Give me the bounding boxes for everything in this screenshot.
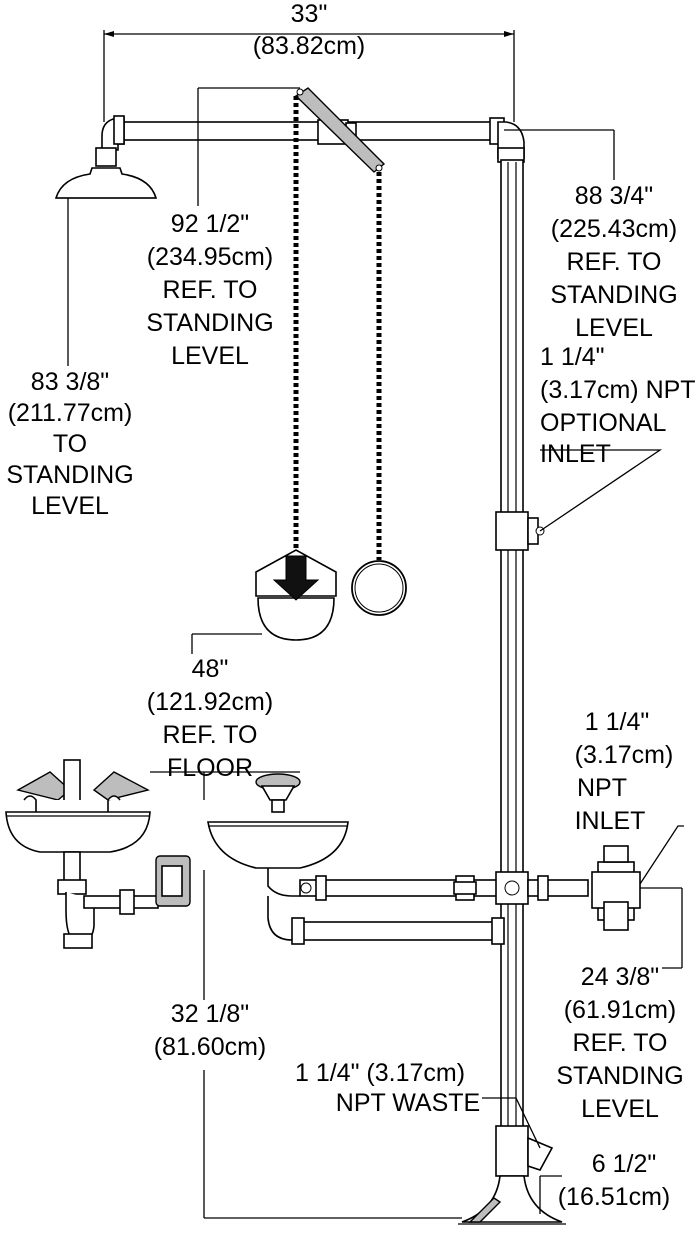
npt-inlet-inlet: INLET [575, 807, 646, 835]
waste-label: NPT WASTE [336, 1089, 480, 1117]
inlet-height-level: LEVEL [581, 1095, 659, 1123]
pipe-height-cm: (225.43cm) [551, 215, 677, 243]
shower-head-inches: 83 3/8" [31, 368, 109, 396]
pipe-height-standing: STANDING [550, 281, 677, 309]
width-dimension: 33" (83.82cm) [103, 0, 515, 122]
inlet-height-dimension: 24 3/8" (61.91cm) REF. TO STANDING LEVEL [556, 887, 684, 1123]
base-cm: (16.51cm) [558, 1183, 671, 1211]
optional-inlet-size: 1 1/4" [540, 343, 604, 371]
eyewash-side-view [5, 759, 191, 949]
chain-height-cm: (234.95cm) [147, 243, 273, 271]
chain-height-inches: 92 1/2" [171, 210, 249, 238]
width-dimension-cm: (83.82cm) [253, 32, 366, 60]
pipe-height-dimension: 88 3/4" (225.43cm) REF. TO STANDING LEVE… [504, 129, 678, 342]
chain-height-standing: STANDING [146, 309, 273, 337]
eyewash-height-cm: (81.60cm) [154, 1033, 267, 1061]
pull-ring [351, 560, 407, 616]
main-vertical-pipe [495, 159, 545, 1201]
pull-handle-inches: 48" [192, 655, 229, 683]
floor-flange [458, 1175, 566, 1225]
shower-head-standing: STANDING [6, 461, 133, 489]
base-inches: 6 1/2" [592, 1150, 656, 1178]
shower-head-dimension: 83 3/8" (211.77cm) TO STANDING LEVEL [6, 198, 134, 520]
waste-fitting: 1 1/4" (3.17cm) NPT WASTE [295, 1059, 554, 1177]
pull-paddle [255, 549, 337, 641]
inlet-height-standing: STANDING [556, 1062, 683, 1090]
chain-height-level: LEVEL [171, 342, 249, 370]
pull-handle-cm: (121.92cm) [147, 688, 273, 716]
shower-head-level: LEVEL [31, 492, 109, 520]
inlet-height-ref: REF. TO [573, 1029, 668, 1057]
pull-lever [294, 87, 386, 173]
base-dimension: 6 1/2" (16.51cm) [539, 1150, 671, 1214]
eyewash-front-view [207, 773, 529, 945]
waste-size: 1 1/4" (3.17cm) [295, 1059, 465, 1087]
pull-handle-ref: REF. TO [163, 721, 258, 749]
arrow-down-icon [272, 555, 320, 601]
shower-head-assembly [54, 115, 525, 199]
pipe-height-level: LEVEL [575, 314, 653, 342]
shower-chain-dimension: 92 1/2" (234.95cm) REF. TO STANDING LEVE… [146, 87, 300, 370]
npt-inlet-size: 1 1/4" [585, 708, 649, 736]
eyewash-height-inches: 32 1/8" [171, 1000, 249, 1028]
optional-inlet-callout: 1 1/4" (3.17cm) NPT OPTIONAL INLET [539, 343, 696, 532]
optional-inlet-inlet: INLET [540, 440, 611, 468]
eyewash-height-dimension: 32 1/8" (81.60cm) [150, 771, 462, 1219]
pull-handle-dimension: 48" (121.92cm) REF. TO FLOOR [147, 633, 273, 782]
shower-head-to: TO [53, 430, 87, 458]
npt-inlet-npt: NPT [577, 774, 627, 802]
optional-inlet-optional: OPTIONAL [540, 409, 667, 437]
pipe-height-ref: REF. TO [567, 248, 662, 276]
npt-inlet-cm: (3.17cm) [575, 741, 674, 769]
chain-height-ref: REF. TO [163, 276, 258, 304]
pull-handle-floor: FLOOR [167, 754, 253, 782]
pipe-height-inches: 88 3/4" [575, 182, 653, 210]
width-dimension-inches: 33" [291, 0, 328, 28]
optional-inlet-cm: (3.17cm) NPT [540, 376, 696, 404]
npt-inlet-callout: 1 1/4" (3.17cm) NPT INLET [575, 708, 684, 885]
inlet-height-cm: (61.91cm) [564, 996, 677, 1024]
inlet-valve [527, 845, 641, 931]
inlet-height-inches: 24 3/8" [581, 963, 659, 991]
shower-head-cm: (211.77cm) [8, 399, 133, 427]
